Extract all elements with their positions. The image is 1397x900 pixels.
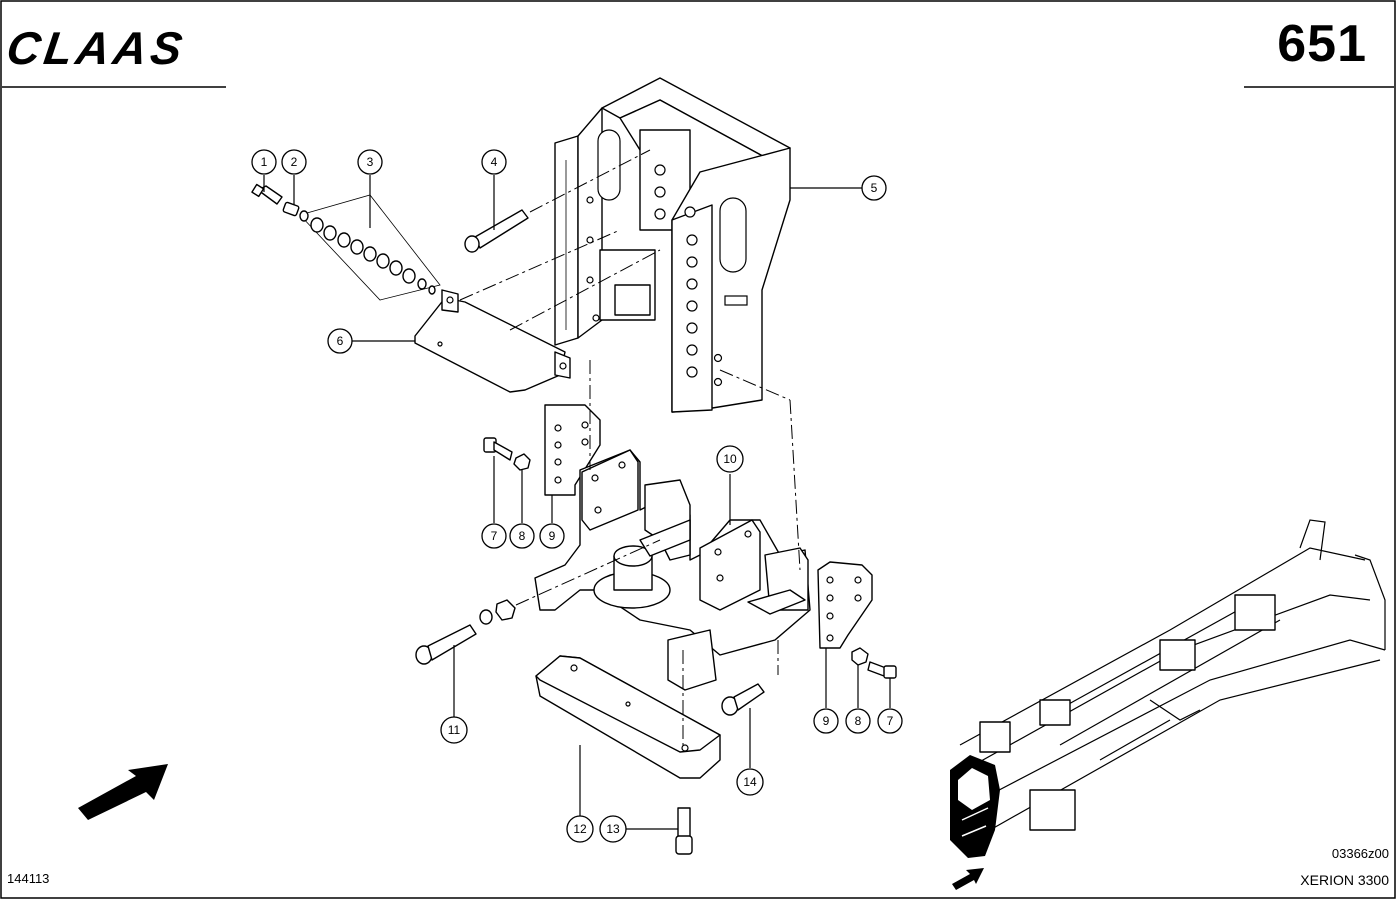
axis-line-10b [719, 369, 791, 401]
part-4-bolt [464, 209, 529, 253]
model-name: XERION 3300 [1300, 872, 1389, 888]
part-2-spacer [282, 201, 300, 217]
axis-line-11 [515, 539, 661, 606]
part-8-nut-right [851, 647, 869, 666]
drawing-code: 03366z00 [1331, 846, 1389, 861]
part-9-bracket-right [817, 561, 873, 649]
part-8-nut-left [513, 453, 531, 471]
callout-2: 2 [281, 149, 307, 175]
callout-12: 12 [566, 815, 594, 843]
svg-text:9: 9 [549, 529, 556, 543]
callout-8-left: 8 [509, 523, 535, 549]
axis-line-6b [459, 229, 621, 301]
callout-9-right: 9 [813, 708, 839, 734]
svg-text:9: 9 [823, 714, 830, 728]
callout-4: 4 [481, 149, 507, 175]
callout-7-left: 7 [481, 523, 507, 549]
part-11-bolt [415, 599, 516, 665]
svg-text:5: 5 [871, 181, 878, 195]
callout-13: 13 [599, 815, 627, 843]
svg-text:14: 14 [743, 775, 757, 789]
part-3-washer-stack [299, 194, 441, 301]
callout-6: 6 [327, 328, 353, 354]
part-9-bracket-left [544, 404, 601, 496]
vehicle-frame-overview [950, 519, 1386, 858]
callout-3: 3 [357, 149, 383, 175]
svg-text:6: 6 [337, 334, 344, 348]
callout-1: 1 [251, 149, 277, 175]
part-14-bolt [721, 683, 765, 716]
part-12-base-plate [535, 655, 721, 779]
document-number: 144113 [7, 871, 50, 886]
part-6-cover-plate [414, 289, 571, 393]
svg-text:2: 2 [291, 155, 298, 169]
svg-text:7: 7 [491, 529, 498, 543]
part-1-bolt [251, 183, 283, 205]
svg-text:11: 11 [448, 723, 461, 737]
svg-text:12: 12 [573, 822, 587, 836]
part-7-bolt-left [483, 437, 513, 461]
callout-7-right: 7 [877, 708, 903, 734]
part-13-bolt [675, 807, 693, 855]
callout-14: 14 [736, 768, 764, 796]
svg-text:3: 3 [367, 155, 374, 169]
svg-text:1: 1 [261, 155, 268, 169]
direction-arrow-main [78, 764, 168, 820]
callout-8-right: 8 [845, 708, 871, 734]
svg-text:13: 13 [606, 822, 620, 836]
callout-10: 10 [716, 445, 744, 473]
callout-11: 11 [440, 716, 468, 744]
svg-text:8: 8 [519, 529, 526, 543]
axis-line-6 [509, 249, 661, 331]
svg-text:4: 4 [491, 155, 498, 169]
svg-text:7: 7 [887, 714, 894, 728]
callout-9-left: 9 [539, 523, 565, 549]
svg-text:10: 10 [723, 452, 737, 466]
svg-text:CLAAS: CLAAS [4, 22, 190, 74]
claas-logo: CLAAS [4, 22, 190, 74]
callout-5: 5 [861, 175, 887, 201]
axis-line-10 [789, 399, 801, 571]
axis-line-4 [529, 149, 651, 213]
direction-arrow-small [952, 868, 984, 890]
part-10-hitch-carrier [534, 449, 811, 691]
part-5-mounting-frame [554, 77, 791, 413]
part-7-bolt-right [867, 661, 897, 679]
page-number: 651 [1277, 15, 1367, 73]
svg-text:8: 8 [855, 714, 862, 728]
